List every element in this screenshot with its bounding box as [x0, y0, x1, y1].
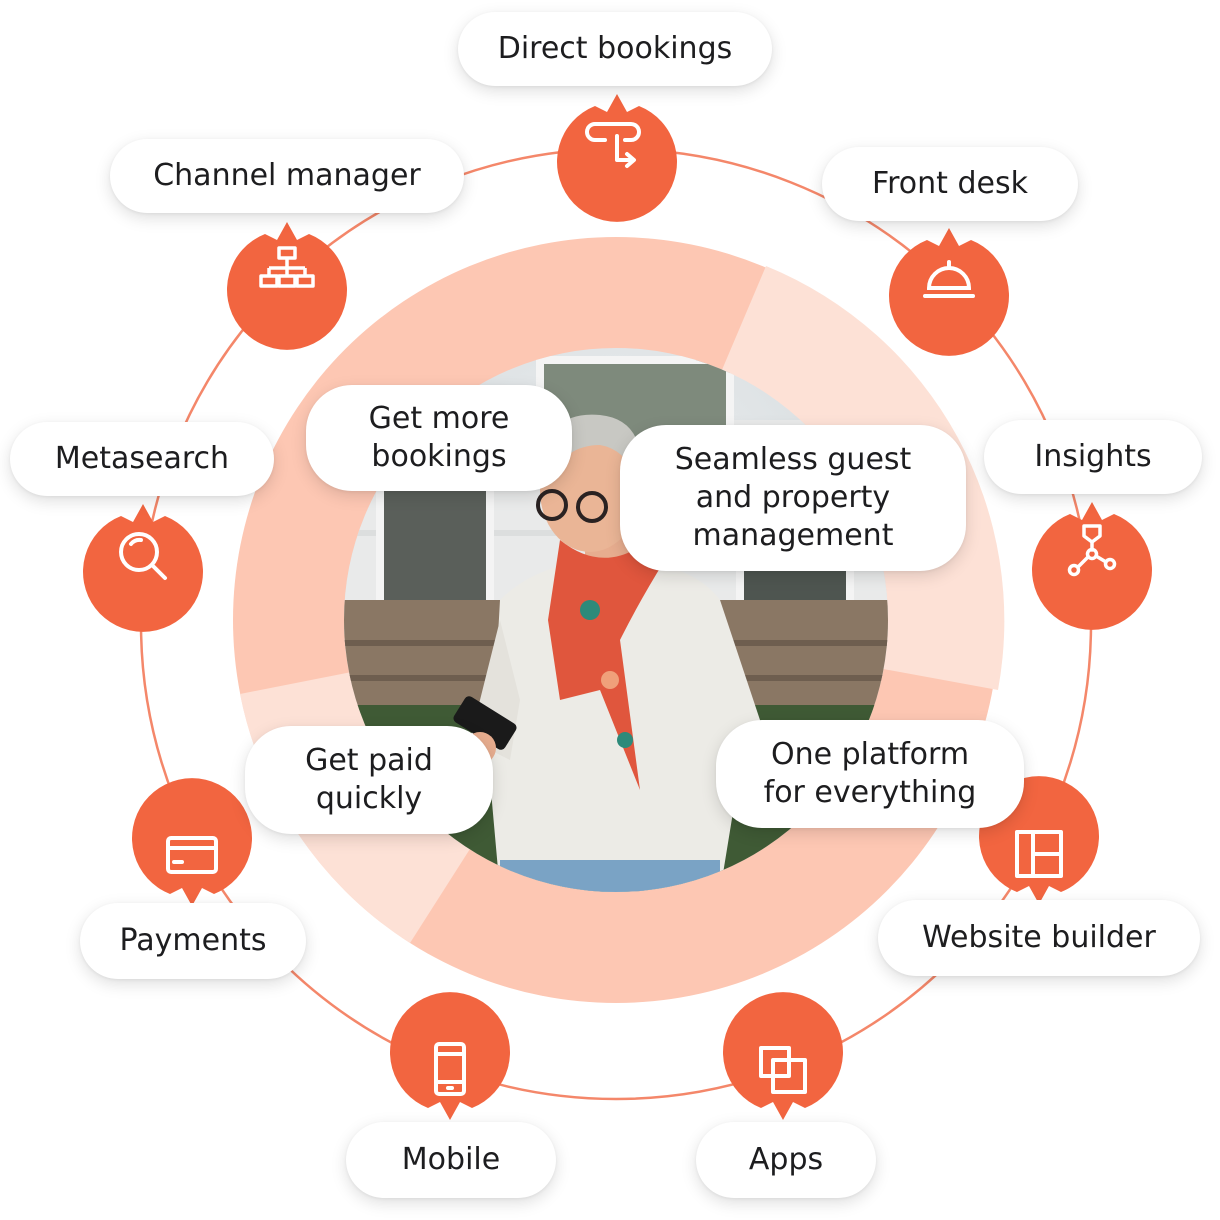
module-label-metasearch: Metasearch: [10, 422, 274, 496]
module-label-payments: Payments: [80, 903, 306, 979]
benefit-get-more-bookings: Get more bookings: [306, 385, 572, 491]
module-label-direct-bookings: Direct bookings: [458, 12, 772, 86]
benefit-seamless-management: Seamless guest and property management: [620, 425, 966, 571]
mobile-phone-icon: [388, 992, 512, 1132]
magnifier-icon: [81, 492, 205, 632]
org-chart-icon: [225, 210, 349, 350]
benefit-one-platform: One platform for everything: [716, 720, 1024, 828]
module-label-insights: Insights: [984, 420, 1202, 494]
module-label-apps: Apps: [696, 1122, 876, 1198]
benefit-get-paid-quickly: Get paid quickly: [245, 726, 493, 834]
module-label-website-builder: Website builder: [878, 900, 1200, 976]
module-label-mobile: Mobile: [346, 1122, 556, 1198]
route-arrow-icon: [555, 82, 679, 222]
analytics-nodes-icon: [1030, 490, 1154, 630]
overlapping-windows-icon: [721, 992, 845, 1132]
module-label-front-desk: Front desk: [822, 147, 1078, 221]
reception-bell-icon: [887, 216, 1011, 356]
module-label-channel-manager: Channel manager: [110, 139, 464, 213]
credit-card-icon: [130, 778, 254, 918]
